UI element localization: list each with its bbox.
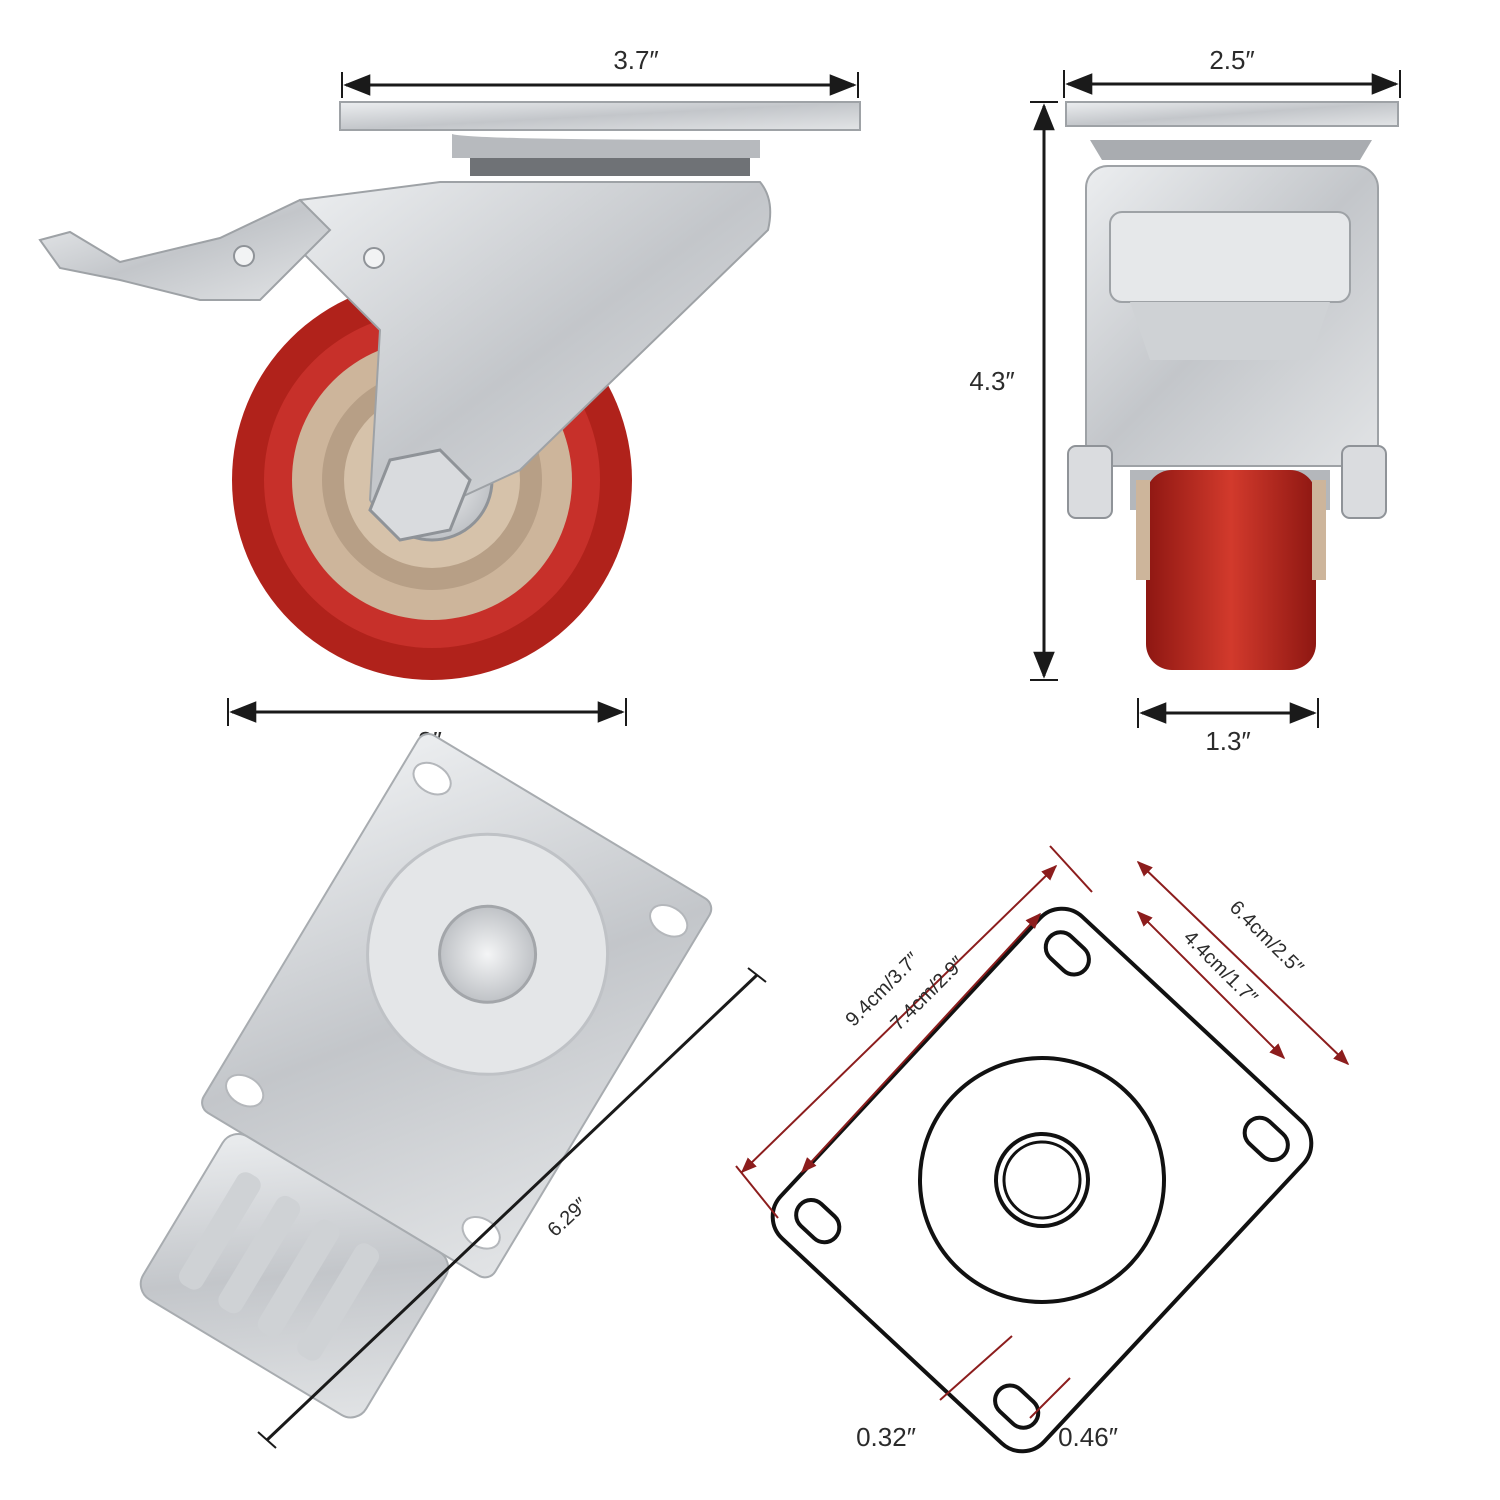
caster-front-view <box>1065 101 1399 670</box>
label-hole-length: 0.46″ <box>1058 1422 1118 1452</box>
dim-front-top-width: 2.5″ <box>1063 45 1401 98</box>
dim-front-height: 4.3″ <box>969 101 1058 681</box>
caster-side-view <box>38 101 861 680</box>
label-hole-width: 0.32″ <box>856 1422 916 1452</box>
template-dimension-lines <box>735 845 1350 1419</box>
caster-top-view <box>139 733 713 1419</box>
dim-front-wheel-width: 1.3″ <box>1137 698 1319 756</box>
label-outer-short: 6.4cm/2.5″ <box>1225 896 1308 979</box>
label-front-top-width: 2.5″ <box>1209 45 1254 75</box>
label-front-wheel-width: 1.3″ <box>1205 726 1250 756</box>
label-front-height: 4.3″ <box>969 366 1014 396</box>
label-top-length: 6.29″ <box>544 1194 593 1241</box>
dim-side-top-width: 3.7″ <box>341 45 859 98</box>
label-side-top-width: 3.7″ <box>613 45 658 75</box>
